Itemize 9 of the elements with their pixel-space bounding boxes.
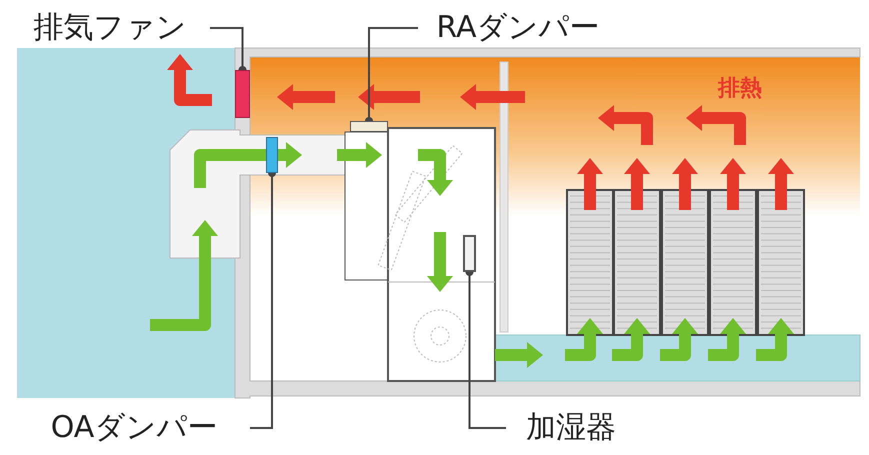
callout-label: RAダンパー: [436, 13, 600, 43]
humidifier-part: [463, 235, 476, 272]
callout-label: 加湿器: [526, 413, 616, 443]
callout-label: OAダンパー: [50, 413, 218, 443]
damper-part: [350, 121, 388, 132]
exhaust-fan-part: [235, 70, 250, 118]
damper-part: [266, 137, 278, 173]
callout-label: 排気ファン: [34, 13, 186, 43]
heat-label: 排熱: [718, 75, 762, 103]
